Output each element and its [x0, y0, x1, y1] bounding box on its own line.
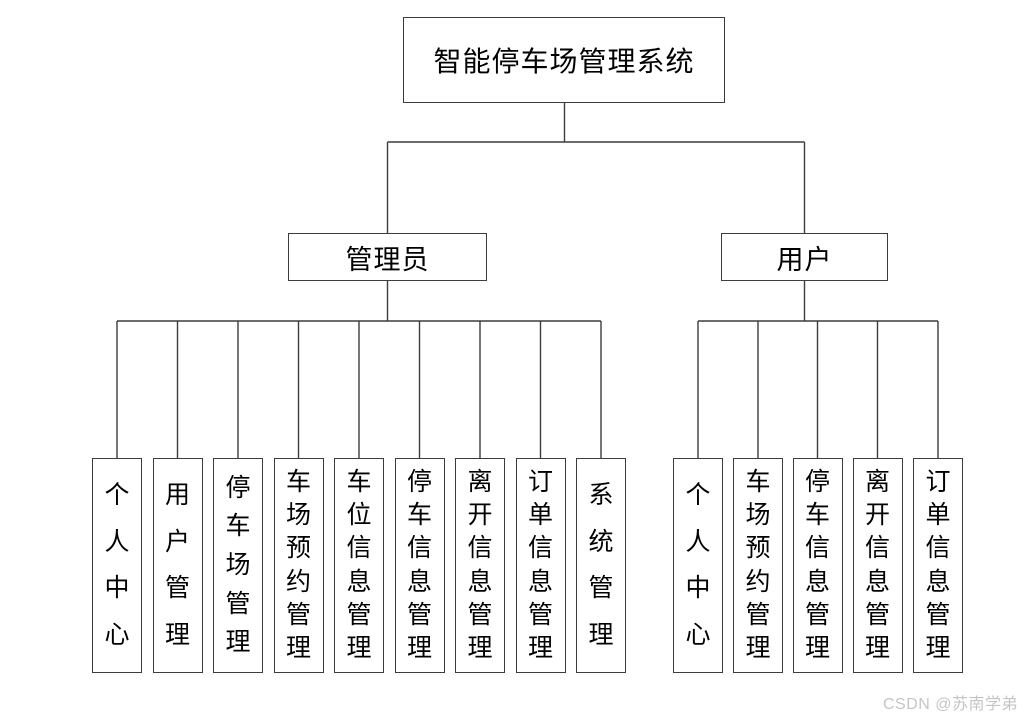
leaf-node-admin-personal-center: 个人中心 [92, 458, 142, 673]
leaf-node-user-order-info-mgmt: 订单信息管理 [913, 458, 963, 673]
branch-node-admin: 管理员 [288, 233, 487, 281]
leaf-node-admin-parkinglot-mgmt: 停车场管理 [213, 458, 263, 673]
root-node-system-title: 智能停车场管理系统 [403, 17, 725, 103]
leaf-node-user-parking-info-mgmt: 停车信息管理 [792, 458, 843, 673]
leaf-node-admin-space-info-mgmt: 车位信息管理 [334, 458, 384, 673]
leaf-node-user-leave-info-mgmt: 离开信息管理 [852, 458, 903, 673]
leaf-node-admin-reservation-mgmt: 车场预约管理 [273, 458, 324, 673]
leaf-node-admin-system-mgmt: 系统管理 [576, 458, 626, 673]
leaf-node-admin-parking-info-mgmt: 停车信息管理 [394, 458, 445, 673]
leaf-node-admin-user-mgmt: 用户管理 [152, 458, 203, 673]
leaf-node-user-reservation-mgmt: 车场预约管理 [733, 458, 783, 673]
branch-node-user: 用户 [721, 233, 888, 281]
csdn-watermark: CSDN @苏南学弟 [882, 696, 1018, 713]
leaf-node-admin-order-info-mgmt: 订单信息管理 [515, 458, 566, 673]
leaf-node-user-personal-center: 个人中心 [673, 458, 723, 673]
leaf-node-admin-leave-info-mgmt: 离开信息管理 [455, 458, 505, 673]
